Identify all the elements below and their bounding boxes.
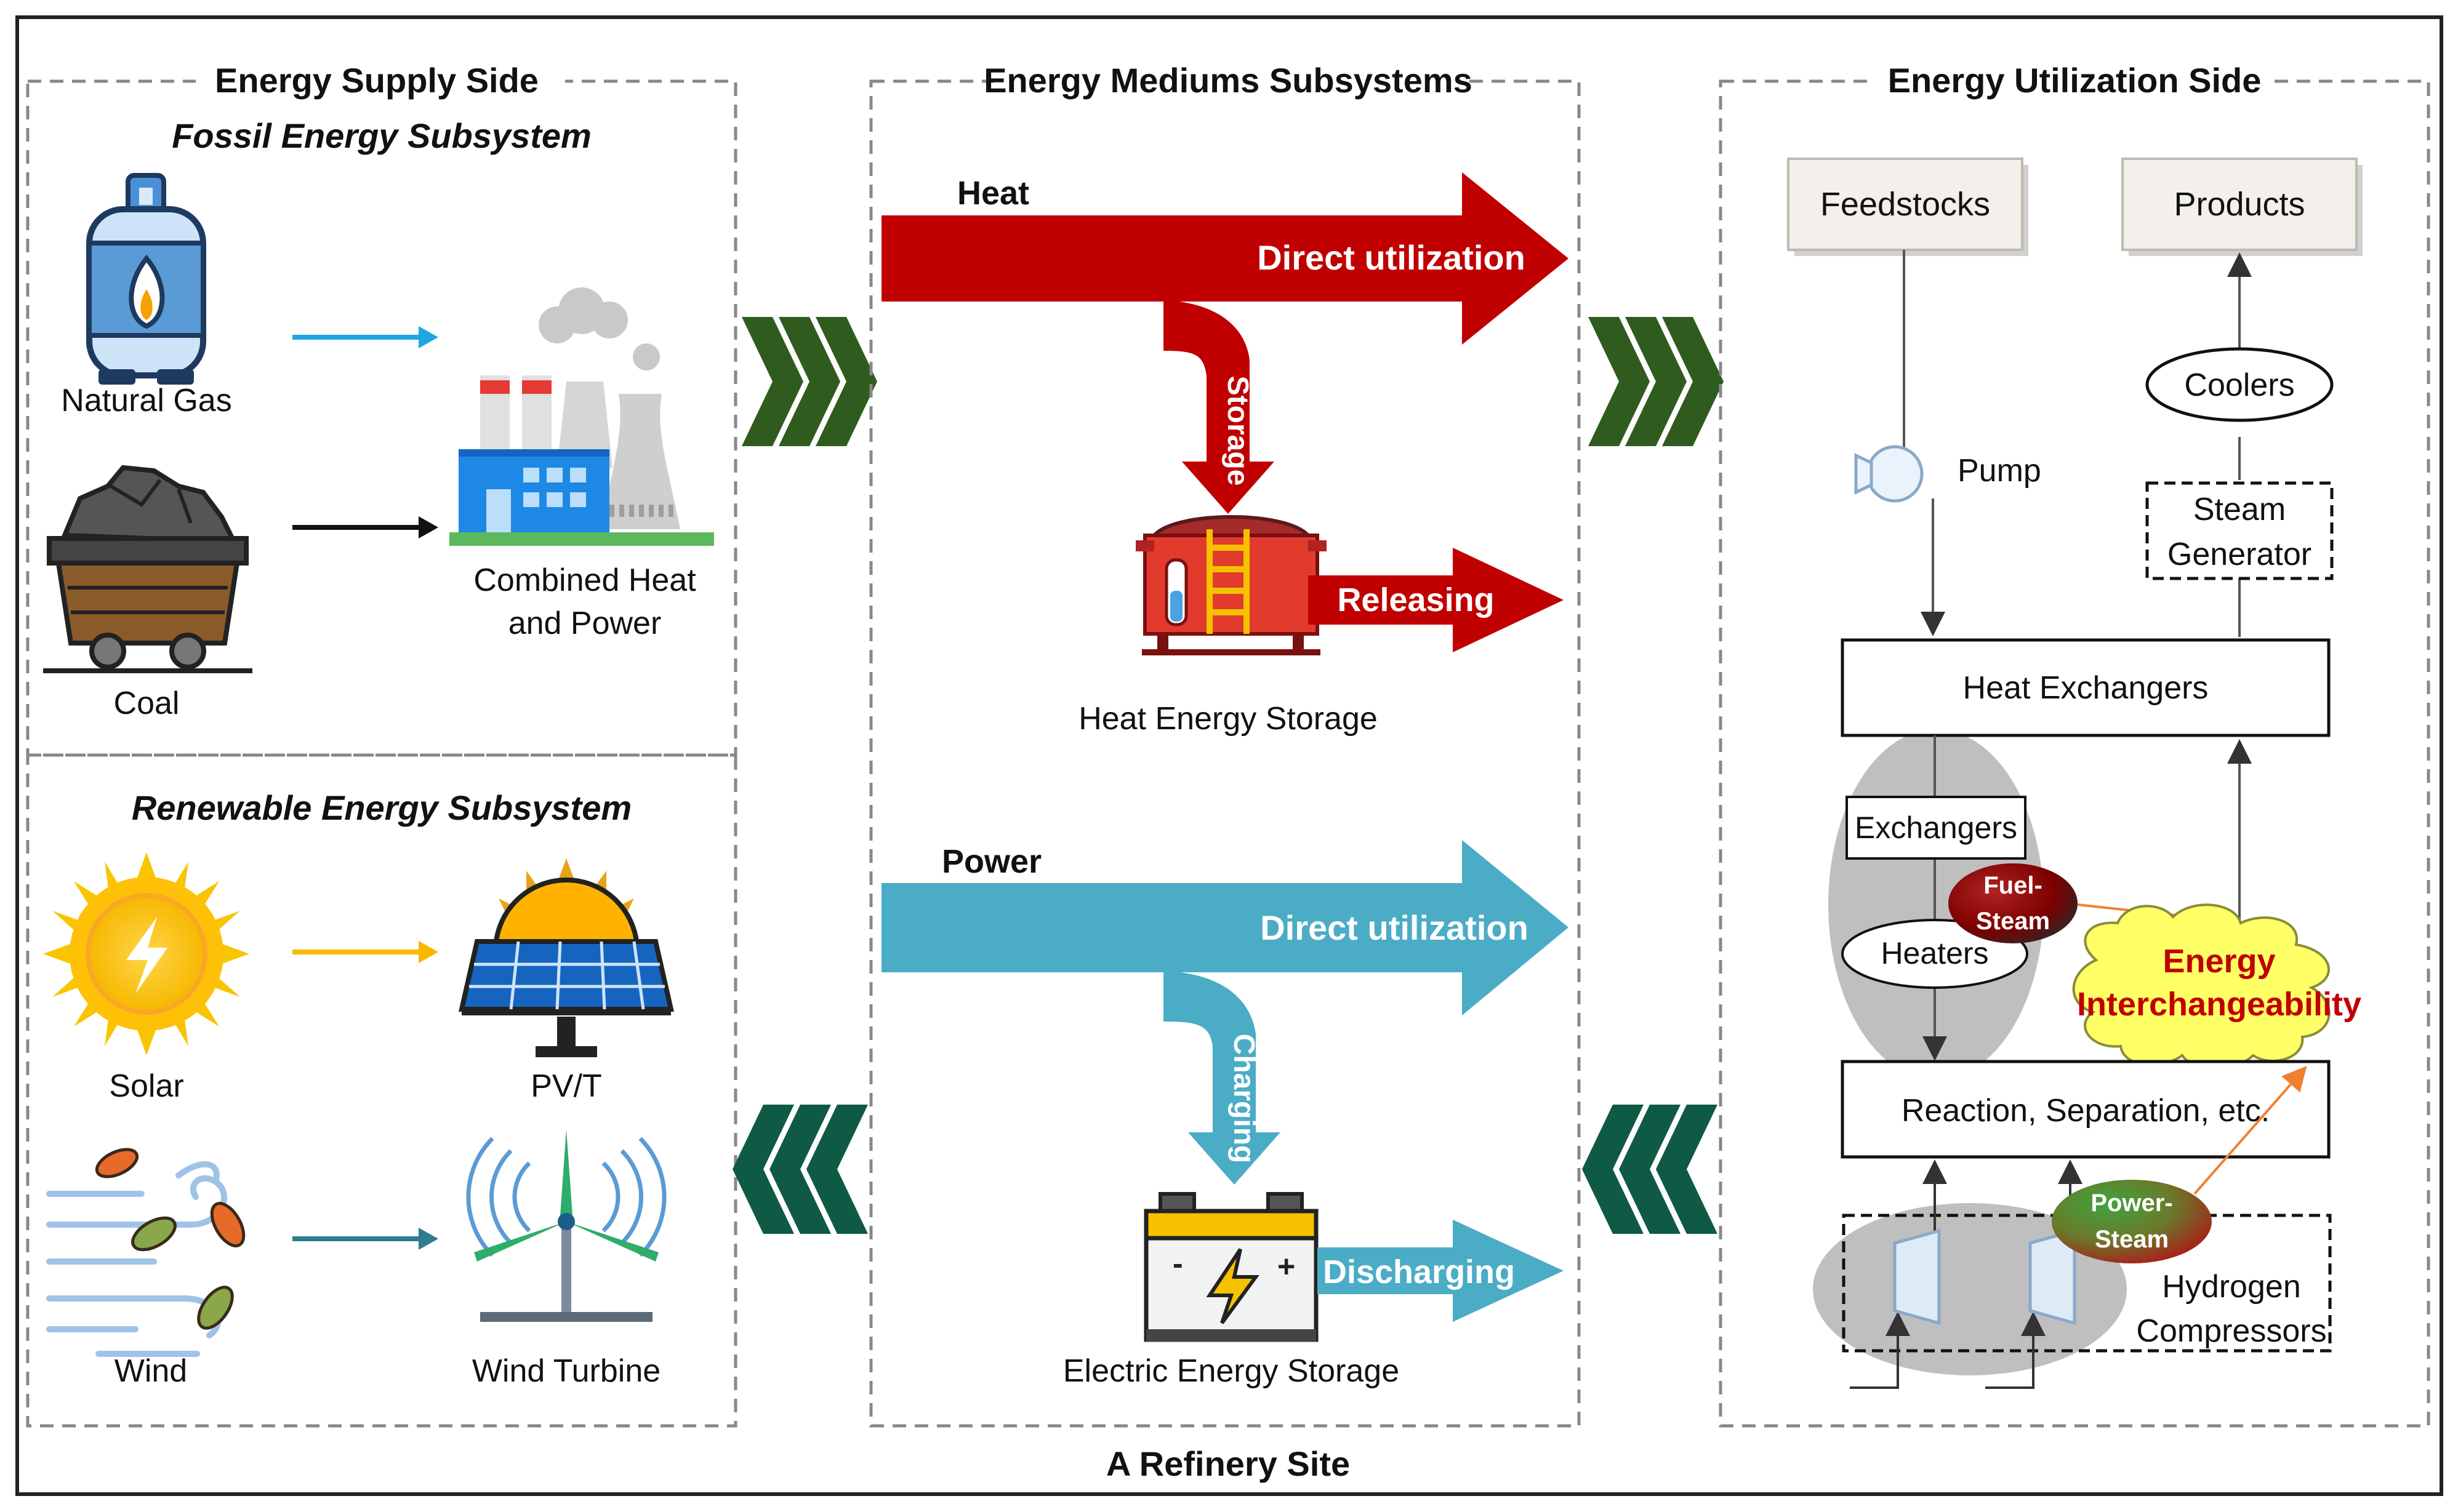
- chevron-mediums-to-supply: [733, 1105, 868, 1234]
- sun-icon: [43, 852, 249, 1055]
- svg-text:+: +: [1277, 1249, 1295, 1284]
- fuel-steam-line2: Steam: [1976, 908, 2050, 935]
- chp-label-line2: and Power: [508, 606, 662, 641]
- supply-title: Energy Supply Side: [215, 61, 539, 100]
- chp-label-line1: Combined Heat: [473, 562, 696, 598]
- feedstocks-label: Feedstocks: [1820, 186, 1990, 223]
- chevron-mediums-to-utilization: [1588, 317, 1724, 446]
- heat-exchangers-label: Heat Exchangers: [1963, 670, 2209, 706]
- energy-interchange-cloud: [2072, 903, 2331, 1070]
- utilization-title: Energy Utilization Side: [1888, 61, 2262, 100]
- steam-generator-box: [2145, 481, 2334, 580]
- interchange-line1: Energy: [2163, 943, 2275, 980]
- compressor-1-icon: [1893, 1228, 1941, 1326]
- steam-generator-line2: Generator: [2167, 537, 2311, 572]
- hydrogen-line1: Hydrogen: [2162, 1269, 2300, 1305]
- heat-storage-tank-icon: [1136, 515, 1327, 655]
- power-discharging-label: Discharging: [1323, 1254, 1515, 1290]
- mediums-box: [869, 79, 1581, 1428]
- heat-direct-arrow: [882, 172, 1568, 345]
- interchange-line2: Interchangeability: [2077, 986, 2361, 1023]
- pump-label: Pump: [1958, 453, 2041, 489]
- pvt-label: PV/T: [531, 1068, 602, 1104]
- leaf-icons: [95, 1148, 246, 1330]
- heat-exchangers-box: [1841, 638, 2331, 737]
- mediums-panel: Energy Mediums Subsystems Heat Direct ut…: [869, 57, 1581, 1428]
- heat-label: Heat: [957, 175, 1029, 212]
- products-box: [2121, 158, 2358, 251]
- wind-label: Wind: [114, 1353, 187, 1389]
- coolers-node: [2145, 347, 2334, 422]
- utilization-panel: Energy Utilization Side Feedstocks Produ…: [1719, 57, 2430, 1428]
- fuel-steam-line1: Fuel-: [1983, 872, 2042, 899]
- wind-icon: [46, 1161, 228, 1357]
- chevron-supply-to-mediums: [742, 317, 877, 446]
- chp-plant-icon: [449, 287, 714, 546]
- mediums-title: Energy Mediums Subsystems: [984, 61, 1472, 100]
- power-direct-arrow: [882, 840, 1568, 1015]
- heat-direct-label: Direct utilization: [1257, 238, 1525, 277]
- power-discharging-arrow: [1317, 1220, 1564, 1322]
- exchangers-label: Exchangers: [1855, 810, 2017, 845]
- feedstocks-box: [1787, 158, 2023, 251]
- heat-storage-arrow: [1163, 300, 1274, 514]
- supply-renewable-box: [26, 753, 737, 1428]
- heat-releasing-arrow: [1308, 548, 1564, 652]
- solar-label: Solar: [109, 1068, 183, 1104]
- battery-icon: - +: [1144, 1192, 1319, 1342]
- svg-text:-: -: [1173, 1246, 1183, 1281]
- power-direct-label: Direct utilization: [1260, 908, 1528, 947]
- fuel-steam-node: [1948, 863, 2078, 943]
- heaters-label: Heaters: [1881, 936, 1988, 970]
- power-steam-node: [2052, 1180, 2212, 1263]
- utilization-box: [1719, 79, 2430, 1428]
- reaction-label: Reaction, Separation, etc.: [1902, 1093, 2270, 1129]
- power-steam-to-interchange-arrow: [2193, 1065, 2307, 1195]
- power-charging-label: Charging: [1227, 1034, 1260, 1164]
- gas-cylinder-icon: [86, 173, 206, 385]
- steam-generator-line1: Steam: [2193, 492, 2286, 527]
- heat-storage-label: Storage: [1221, 376, 1254, 486]
- reaction-box: [1841, 1060, 2331, 1159]
- wind-turbine-label: Wind Turbine: [472, 1353, 661, 1389]
- wind-turbine-icon: [466, 1129, 667, 1322]
- exchangers-box: [1846, 796, 2026, 860]
- power-charging-arrow: [1163, 971, 1280, 1185]
- pv-panel-icon: [458, 858, 675, 1057]
- hydrogen-line2: Compressors: [2136, 1313, 2326, 1349]
- products-label: Products: [2174, 186, 2305, 223]
- coal-cart-icon: [43, 465, 252, 673]
- refinery-site-label: A Refinery Site: [1106, 1444, 1350, 1483]
- heat-releasing-label: Releasing: [1337, 582, 1494, 618]
- power-storage-caption: Electric Energy Storage: [1063, 1353, 1399, 1389]
- pump-icon: [1854, 445, 1924, 503]
- renewable-subsystem-title: Renewable Energy Subsystem: [132, 788, 632, 827]
- fossil-subsystem-title: Fossil Energy Subsystem: [172, 116, 592, 155]
- coal-label: Coal: [114, 686, 180, 721]
- supply-panel: Energy Supply Side Fossil Energy Subsyst…: [26, 57, 737, 1428]
- power-label: Power: [942, 843, 1042, 880]
- chevron-utilization-to-mediums: [1582, 1105, 1717, 1234]
- heat-storage-caption: Heat Energy Storage: [1078, 701, 1378, 737]
- supply-fossil-box: [26, 79, 737, 757]
- natural-gas-label: Natural Gas: [61, 383, 231, 418]
- outer-frame: [15, 15, 2443, 1496]
- coolers-label: Coolers: [2184, 367, 2294, 403]
- power-steam-line1: Power-: [2091, 1190, 2172, 1217]
- power-steam-line2: Steam: [2095, 1226, 2169, 1253]
